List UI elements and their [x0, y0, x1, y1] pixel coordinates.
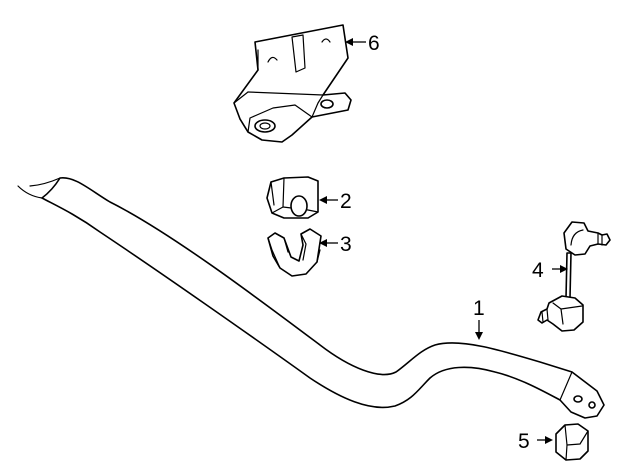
stabilizer-link-part[interactable] [537, 221, 611, 332]
callout-label-4: 4 [532, 259, 544, 282]
callout-arrow-5 [537, 436, 553, 444]
callout-label-2: 2 [340, 190, 352, 213]
nut-part[interactable] [555, 423, 589, 461]
callout-label-5: 5 [518, 430, 530, 453]
callout-arrow-2 [319, 196, 338, 204]
bracket-part[interactable] [233, 24, 352, 143]
callout-arrow-6 [345, 38, 366, 46]
stabilizer-bar-part[interactable] [17, 177, 605, 419]
callout-label-3: 3 [340, 233, 352, 256]
callout-arrow-1 [475, 320, 483, 340]
callout-arrow-3 [319, 239, 338, 247]
bushing-part[interactable] [266, 176, 319, 219]
callout-label-1: 1 [473, 297, 485, 320]
bushing-clamp-part[interactable] [267, 228, 322, 277]
callout-label-6: 6 [368, 32, 380, 55]
callout-arrow-4 [552, 265, 568, 273]
